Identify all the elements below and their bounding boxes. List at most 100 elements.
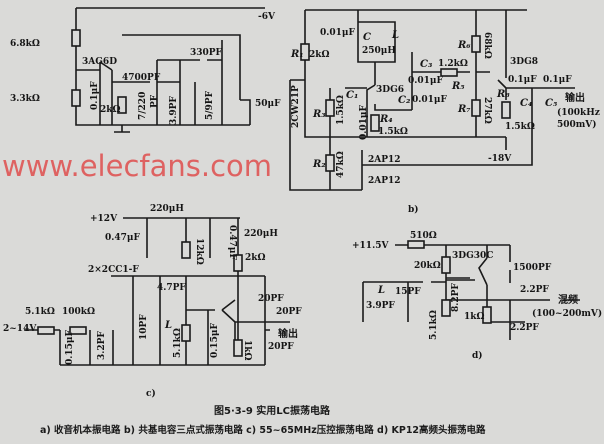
circuit-a: 6.8kΩ 3.3kΩ 3AG6D 0.1μF 2kΩ 4700PF 7/220…: [10, 7, 281, 133]
label-4700pf: 4700PF: [122, 73, 161, 83]
figure-subcaptions: a) 收音机本振电路 b) 共基电容三点式振荡电路 c) 55~65MHz压控振…: [40, 424, 486, 436]
label-plus-12v: +12V: [90, 214, 118, 224]
label-100k: 100kΩ: [62, 307, 95, 317]
label-2.2pf-bottom: 2.2PF: [510, 323, 539, 333]
label-r8-value: 1.5kΩ: [505, 122, 535, 132]
resistor-1k-c: [233, 339, 243, 357]
label-c3: C₃: [420, 59, 433, 70]
resistor-5.1k-c: [181, 324, 191, 342]
resistor-r3: [325, 99, 335, 117]
label-2cw21p: 2CW21P: [291, 85, 301, 128]
label-mixer: 混频: [558, 293, 578, 306]
label-2ap12-top: 2AP12: [368, 155, 401, 165]
label-20pf-out: 20PF: [276, 307, 302, 317]
label-c: C: [363, 32, 371, 43]
label-1500pf: 1500PF: [513, 263, 552, 273]
label-4.7pf: 4.7PF: [157, 283, 186, 293]
label-output-c: 输出: [278, 327, 298, 340]
resistor-r1: [300, 43, 310, 61]
resistor-510: [407, 240, 425, 249]
label-c4: C₄: [520, 98, 532, 109]
label-8.2pf: 8.2PF: [451, 283, 461, 312]
label-20k: 20kΩ: [414, 261, 441, 271]
label-2k-c: 2kΩ: [245, 253, 266, 263]
circuit-d: +11.5V 510Ω 3DG30C 20kΩ 1500PF L 15PF 3.…: [352, 231, 602, 361]
label-20pf-top: 20PF: [258, 294, 284, 304]
resistor-r4: [370, 114, 380, 132]
label-510: 510Ω: [410, 231, 437, 241]
label-6.8k: 6.8kΩ: [10, 39, 40, 49]
figure-title: 图5·3-9 实用LC振荡电路: [214, 404, 331, 417]
resistor-5.1k-in: [37, 326, 55, 335]
label-3dg8: 3DG8: [510, 57, 538, 67]
resistor-3.3k: [71, 89, 81, 107]
label-c4-value: 0.1μF: [508, 75, 537, 85]
label-c1-value: 0.01μF: [359, 104, 369, 140]
label-2.2pf-top: 2.2PF: [520, 285, 549, 295]
label-68k: 68kΩ: [482, 32, 492, 59]
label-minus-18v: -18V: [488, 154, 512, 164]
label-100-200mv: (100~200mV): [532, 308, 602, 319]
label-3.3k: 3.3kΩ: [10, 94, 40, 104]
label-0.15uf-in: 0.15μF: [65, 329, 75, 365]
label-r1: R₁: [290, 49, 304, 60]
label-2k: 2kΩ: [100, 105, 121, 115]
label-250uh: 250μH: [362, 46, 396, 56]
label-0.15uf-c: 0.15μF: [210, 322, 220, 358]
label-r4-value: 1.5kΩ: [378, 127, 408, 137]
label-100khz: (100kHz: [557, 107, 600, 118]
label-output-b: 输出: [565, 91, 585, 104]
circuit-c: +12V 220μH 0.47μF 12kΩ 0.47μF 220μH 2kΩ …: [3, 204, 302, 399]
label-1k-d: 1kΩ: [464, 312, 485, 322]
label-c2: C₂: [398, 95, 411, 106]
label-l: L: [391, 30, 399, 41]
label-r3-value: 1.5kΩ: [336, 95, 346, 125]
label-500mv: 500mV): [557, 119, 597, 130]
label-l-d: L: [377, 285, 385, 296]
label-3dg30c: 3DG30C: [452, 251, 493, 261]
label-c5-value: 0.1μF: [543, 75, 572, 85]
label-2x2cc1-f: 2×2CC1-F: [88, 265, 139, 275]
label-5-9pf: 5/9PF: [205, 90, 215, 120]
label-0.47uf-right: 0.47μF: [227, 225, 237, 261]
label-2-14v: 2~14V: [3, 324, 37, 334]
label-5.1k-d: 5.1kΩ: [429, 310, 439, 340]
label-3ag6d: 3AG6D: [82, 57, 117, 67]
label-3dg6: 3DG6: [376, 85, 404, 95]
label-12k: 12kΩ: [194, 238, 204, 265]
circuit-b: 0.01μF C L 250μH R₁ 2kΩ 2CW21P 3DG6 C₃ 1…: [289, 9, 600, 215]
label-c: c): [146, 388, 156, 399]
label-1.2k: 1.2kΩ: [438, 59, 468, 69]
label-c3-value: 0.01μF: [408, 76, 444, 86]
label-r7: R₇: [457, 104, 471, 115]
label-27k: 27kΩ: [482, 97, 492, 124]
resistor-r8: [501, 101, 511, 119]
resistor-1k-d: [482, 306, 492, 324]
label-c5: C₅: [545, 98, 558, 109]
label-r2: R₂: [312, 159, 326, 170]
label-0.47uf-left: 0.47μF: [105, 233, 141, 243]
label-r4: R₄: [379, 114, 393, 125]
label-20pf-bottom: 20PF: [268, 342, 294, 352]
label-1k-c: 1kΩ: [242, 340, 252, 361]
resistor-r5: [440, 68, 458, 77]
label-7-220: 7/220: [138, 92, 148, 120]
label-0.1uf: 0.1μF: [90, 81, 100, 110]
label-50uf: 50μF: [255, 99, 281, 109]
label-3.9pf-d: 3.9PF: [366, 301, 395, 311]
label-3.2pf: 3.2PF: [97, 331, 107, 360]
label-0.01uf: 0.01μF: [320, 28, 356, 38]
label-r5: R₅: [451, 81, 465, 92]
label-7-220-unit: PF: [150, 94, 160, 108]
label-minus-6v: -6V: [258, 12, 276, 22]
label-47k: 47kΩ: [336, 151, 346, 178]
resistor-r2: [325, 154, 335, 172]
label-r1-value: 2kΩ: [309, 50, 330, 60]
label-c1: C₁: [346, 90, 358, 101]
resistor-2k: [117, 96, 127, 114]
label-15pf: 15PF: [395, 287, 421, 297]
label-b: b): [408, 204, 419, 215]
label-plus-11.5v: +11.5V: [352, 241, 389, 251]
